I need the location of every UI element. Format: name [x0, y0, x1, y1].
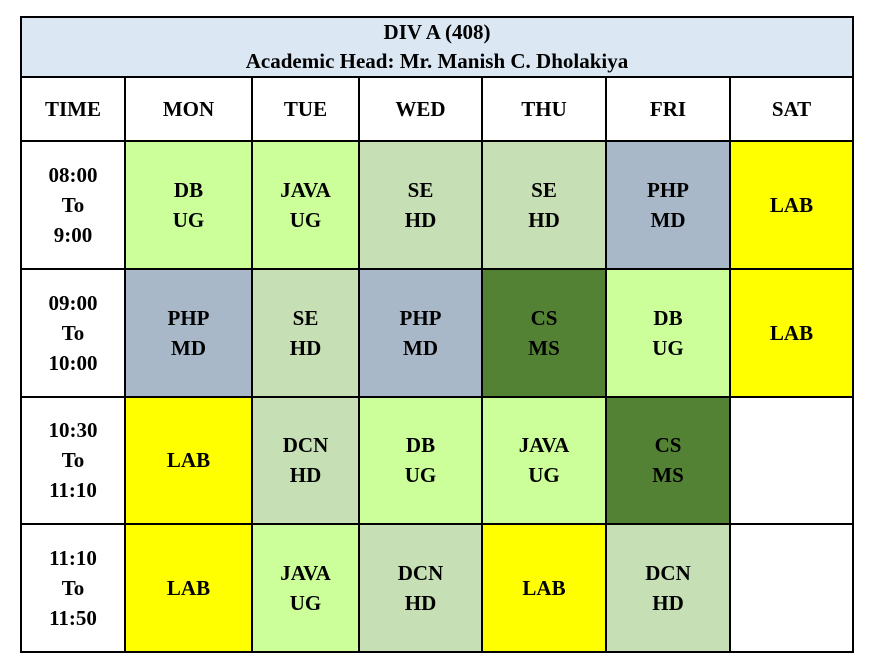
- day-header-row: TIME MON TUE WED THU FRI SAT: [20, 76, 855, 142]
- subject-label: PHP: [167, 305, 210, 330]
- subject-label: DCN: [397, 561, 444, 586]
- slot-to-label: To: [61, 192, 85, 217]
- faculty-label: MD: [171, 335, 206, 360]
- class-cell-mon: LAB: [124, 395, 253, 526]
- class-cell-fri: CS MS: [605, 395, 731, 526]
- subject-label: CS: [654, 433, 682, 458]
- subject-label: JAVA: [280, 561, 331, 586]
- subject-label: LAB: [166, 576, 211, 601]
- time-slot-row: 11:10 To 11:50 LAB JAVA UG DCN HD LAB DCN H…: [20, 523, 855, 653]
- class-cell-sat: LAB: [728, 267, 855, 398]
- subject-label: JAVA: [518, 433, 570, 458]
- class-cell-sat-empty: [728, 395, 855, 526]
- faculty-label: MS: [528, 335, 560, 360]
- time-slot-row: 08:00 To 9:00 DB UG JAVA UG SE HD SE HD PHP M…: [20, 140, 855, 270]
- faculty-label: HD: [404, 207, 437, 232]
- time-slot-row: 10:30 To 11:10 LAB DCN HD DB UG JAVA UG CS M…: [20, 395, 855, 526]
- class-cell-fri: DCN HD: [605, 523, 731, 653]
- slot-start-time: 10:30: [48, 418, 98, 443]
- faculty-label: UG: [652, 335, 684, 360]
- faculty-label: HD: [289, 463, 322, 488]
- slot-start-time: 09:00: [48, 290, 98, 315]
- time-slot-cell: 11:10 To 11:50: [20, 523, 126, 653]
- column-header-mon: MON: [124, 76, 253, 142]
- subject-label: PHP: [399, 305, 442, 330]
- slot-end-time: 11:50: [49, 606, 97, 631]
- subject-label: LAB: [769, 192, 814, 217]
- faculty-label: UG: [528, 463, 560, 488]
- class-cell-sat: LAB: [728, 140, 855, 270]
- column-header-time: TIME: [20, 76, 126, 142]
- column-header-wed: WED: [358, 76, 483, 142]
- class-cell-fri: PHP MD: [605, 140, 731, 270]
- class-cell-thu: SE HD: [481, 140, 607, 270]
- faculty-label: HD: [289, 335, 322, 360]
- slot-to-label: To: [61, 576, 85, 601]
- slot-start-time: 08:00: [48, 162, 98, 187]
- subject-label: DB: [653, 305, 683, 330]
- slot-to-label: To: [61, 320, 85, 345]
- slot-end-time: 10:00: [48, 350, 98, 375]
- timetable: DIV A (408) Academic Head: Mr. Manish C.…: [19, 16, 855, 653]
- subject-label: SE: [531, 177, 557, 202]
- class-cell-sat-empty: [728, 523, 855, 653]
- subject-label: SE: [407, 177, 434, 202]
- faculty-label: UG: [404, 463, 437, 488]
- column-header-thu: THU: [481, 76, 607, 142]
- subject-label: LAB: [522, 576, 566, 601]
- column-header-tue: TUE: [251, 76, 360, 142]
- class-cell-thu: JAVA UG: [481, 395, 607, 526]
- subject-label: DB: [405, 433, 436, 458]
- class-cell-fri: DB UG: [605, 267, 731, 398]
- column-header-fri: FRI: [605, 76, 731, 142]
- slot-end-time: 11:10: [49, 478, 97, 503]
- class-cell-thu: CS MS: [481, 267, 607, 398]
- subject-label: LAB: [166, 448, 211, 473]
- faculty-label: UG: [172, 207, 205, 232]
- class-cell-tue: JAVA UG: [251, 140, 360, 270]
- subject-label: DCN: [282, 433, 329, 458]
- academic-head: Academic Head: Mr. Manish C. Dholakiya: [245, 49, 629, 73]
- class-cell-mon: PHP MD: [124, 267, 253, 398]
- subject-label: DB: [173, 177, 204, 202]
- time-slot-cell: 08:00 To 9:00: [20, 140, 126, 270]
- faculty-label: UG: [289, 591, 322, 616]
- slot-end-time: 9:00: [53, 222, 93, 247]
- faculty-label: MD: [403, 335, 438, 360]
- timetable-header: DIV A (408) Academic Head: Mr. Manish C.…: [19, 16, 855, 78]
- time-slot-cell: 10:30 To 11:10: [20, 395, 126, 526]
- subject-label: SE: [292, 305, 319, 330]
- subject-label: LAB: [769, 320, 814, 345]
- class-cell-tue: DCN HD: [251, 395, 360, 526]
- time-slot-row: 09:00 To 10:00 PHP MD SE HD PHP MD CS MS DB U…: [20, 267, 855, 398]
- faculty-label: HD: [528, 207, 560, 232]
- faculty-label: HD: [404, 591, 437, 616]
- slot-to-label: To: [61, 448, 85, 473]
- class-cell-wed: PHP MD: [358, 267, 483, 398]
- faculty-label: HD: [652, 591, 684, 616]
- class-cell-mon: LAB: [124, 523, 253, 653]
- division-title: DIV A (408): [383, 20, 491, 44]
- class-cell-wed: DB UG: [358, 395, 483, 526]
- time-slot-cell: 09:00 To 10:00: [20, 267, 126, 398]
- slot-start-time: 11:10: [49, 546, 97, 571]
- column-header-sat: SAT: [728, 76, 855, 142]
- class-cell-thu: LAB: [481, 523, 607, 653]
- subject-label: CS: [530, 305, 558, 330]
- subject-label: PHP: [647, 177, 689, 202]
- class-cell-wed: SE HD: [358, 140, 483, 270]
- faculty-label: MD: [650, 207, 686, 232]
- faculty-label: MS: [652, 463, 684, 488]
- class-cell-tue: JAVA UG: [251, 523, 360, 653]
- subject-label: JAVA: [280, 177, 331, 202]
- class-cell-wed: DCN HD: [358, 523, 483, 653]
- subject-label: DCN: [645, 561, 691, 586]
- class-cell-tue: SE HD: [251, 267, 360, 398]
- faculty-label: UG: [289, 207, 322, 232]
- class-cell-mon: DB UG: [124, 140, 253, 270]
